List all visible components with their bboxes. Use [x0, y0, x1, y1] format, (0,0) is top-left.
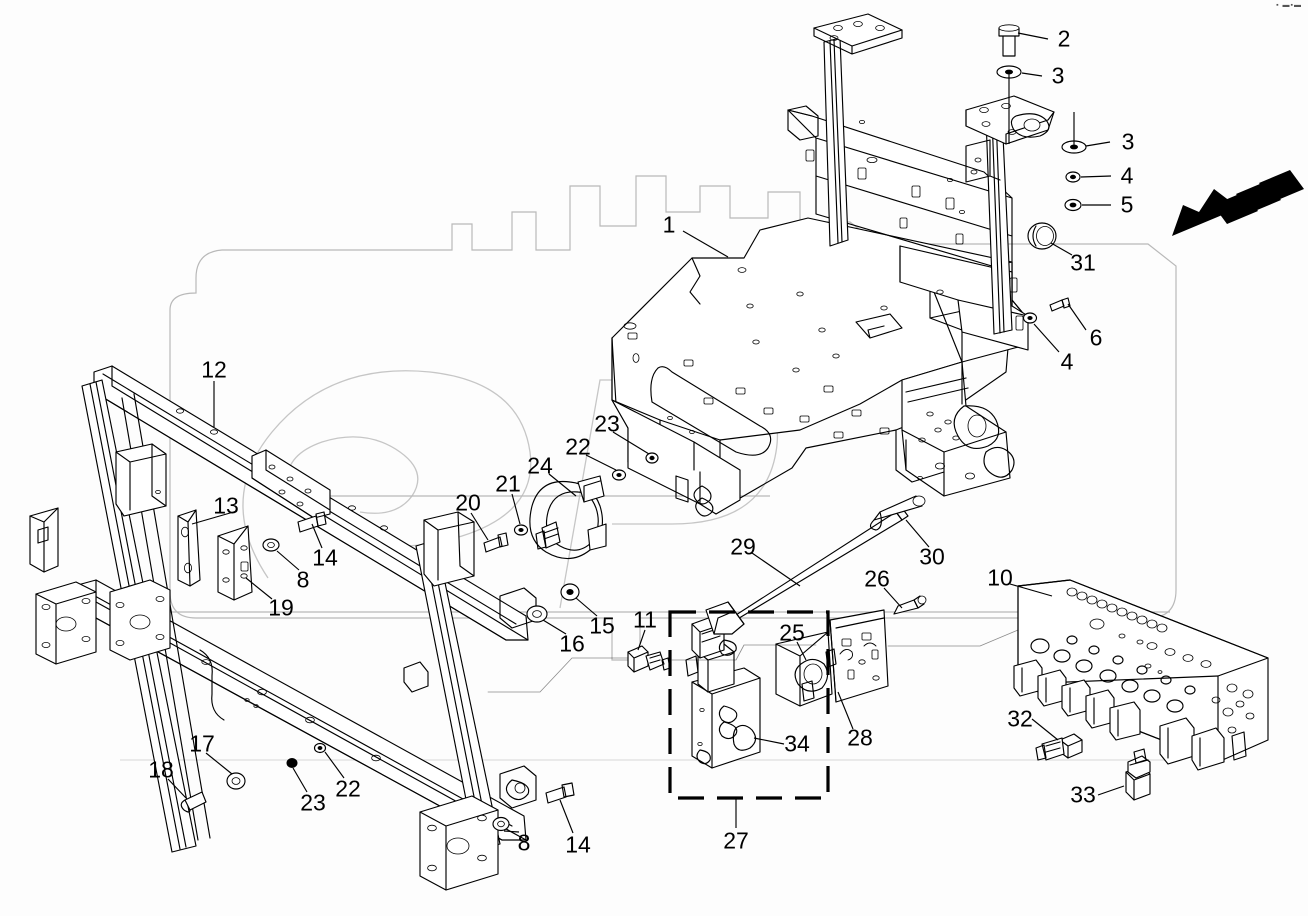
callout-4a[interactable]: 4: [1120, 162, 1134, 189]
callout-19[interactable]: 19: [268, 594, 294, 621]
callout-12[interactable]: 12: [201, 356, 227, 383]
part-26-bolt: [893, 595, 927, 615]
callout-14a[interactable]: 14: [312, 544, 338, 571]
callout-6[interactable]: 6: [1089, 324, 1103, 351]
part-14a-bolt: [297, 511, 327, 533]
callout-8a[interactable]: 8: [296, 566, 310, 593]
callout-3b[interactable]: 3: [1121, 128, 1135, 155]
callout-25[interactable]: 25: [779, 619, 805, 646]
callout-11[interactable]: 11: [633, 606, 657, 633]
part-22b-washer: [313, 742, 327, 754]
callout-1[interactable]: 1: [662, 211, 676, 238]
callout-20[interactable]: 20: [455, 489, 481, 516]
part-20-bolt: [483, 532, 509, 553]
callout-18[interactable]: 18: [148, 756, 174, 783]
part-4b-lock-washer: [1022, 312, 1038, 324]
part-21-washer: [513, 524, 529, 536]
callout-28[interactable]: 28: [847, 724, 873, 751]
part-16-washer: [526, 605, 548, 623]
part-17-washer: [226, 772, 246, 790]
part-4a-lock-washer: [1065, 171, 1081, 183]
part-31-bushing: [1027, 222, 1057, 250]
part-6-bolt: [1049, 297, 1071, 312]
part-13-strap-bracket: [177, 509, 201, 587]
callout-16[interactable]: 16: [559, 630, 585, 657]
callout-23a[interactable]: 23: [594, 410, 620, 437]
callout-10[interactable]: 10: [987, 564, 1013, 591]
part-30-short-pin: [869, 495, 926, 531]
callout-31[interactable]: 31: [1070, 249, 1096, 276]
part-14b-bolt: [545, 782, 575, 804]
callout-13[interactable]: 13: [213, 492, 239, 519]
callout-2[interactable]: 2: [1057, 25, 1071, 52]
callout-32[interactable]: 32: [1007, 705, 1033, 732]
part-24-hose-clamp: [529, 475, 607, 560]
part-22a-washer: [611, 469, 627, 481]
part-34-valve-block: [685, 601, 761, 769]
callout-30[interactable]: 30: [919, 543, 945, 570]
callout-5[interactable]: 5: [1120, 191, 1134, 218]
part-11-elbow-fitting: [627, 645, 671, 673]
part-28-mounting-plate: [775, 609, 889, 707]
callout-17[interactable]: 17: [189, 730, 215, 757]
part-19-mount-bracket: [217, 525, 253, 601]
callout-26[interactable]: 26: [864, 565, 890, 592]
corner-mark: ▪ ▬▪▬: [1276, 2, 1302, 9]
part-12-left-frame: [29, 365, 537, 891]
callout-22b[interactable]: 22: [335, 775, 361, 802]
part-10-valve-manifold: [1013, 579, 1269, 771]
part-23b-nut: [286, 758, 298, 768]
callout-29[interactable]: 29: [730, 533, 756, 560]
part-18-bolt: [180, 791, 207, 813]
callout-34[interactable]: 34: [784, 730, 810, 757]
callout-27[interactable]: 27: [723, 827, 749, 854]
callout-23b[interactable]: 23: [300, 789, 326, 816]
callout-24[interactable]: 24: [527, 452, 553, 479]
part-2-bolt: [998, 24, 1020, 57]
callout-15[interactable]: 15: [589, 612, 615, 639]
part-8b-washer: [492, 816, 510, 832]
callout-4b[interactable]: 4: [1060, 348, 1074, 375]
part-8a-washer: [262, 538, 280, 552]
group-27-dashed-box: [668, 610, 830, 828]
part-23a-nut: [645, 452, 659, 464]
part-33-fitting: [1125, 748, 1151, 801]
callout-8b[interactable]: 8: [517, 829, 531, 856]
callout-21[interactable]: 21: [495, 470, 521, 497]
part-5-nut: [1064, 198, 1082, 212]
part-32-fitting: [1035, 733, 1083, 761]
callout-22a[interactable]: 22: [565, 433, 591, 460]
callout-3a[interactable]: 3: [1051, 62, 1065, 89]
part-1-upper-crossbeam: [787, 13, 1055, 351]
part-15-nut: [560, 583, 580, 601]
callout-14b[interactable]: 14: [565, 831, 591, 858]
callout-33[interactable]: 33: [1070, 781, 1096, 808]
direction-arrow: [1172, 170, 1304, 236]
leader-lines: [167, 32, 1125, 834]
